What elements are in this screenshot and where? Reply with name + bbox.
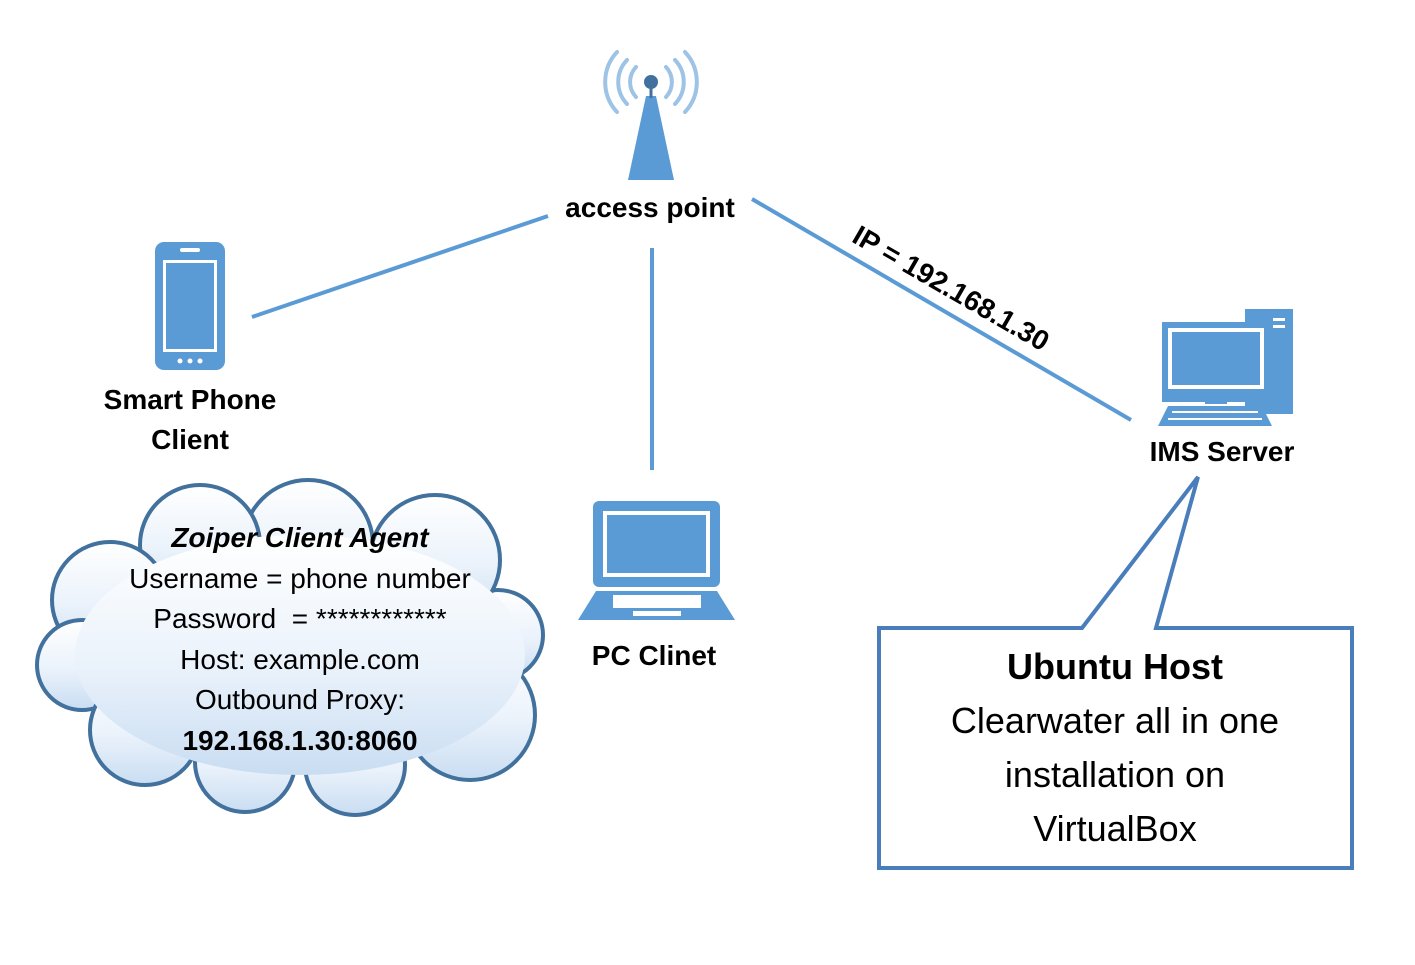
cloud-line-proxy-label: Outbound Proxy: <box>194 684 406 715</box>
cloud-text: Zoiper Client Agent Username = phone num… <box>60 518 540 761</box>
link-ap-server <box>750 197 1133 422</box>
antenna-icon <box>603 50 699 180</box>
link-ip-label: IP = 192.168.1.30 <box>847 219 1054 357</box>
smartphone-label-line2: Client <box>151 424 229 455</box>
desktop-computer-icon <box>1158 309 1293 426</box>
callout-line-1: Clearwater all in one <box>950 700 1280 741</box>
server-label: IMS Server <box>1149 436 1295 467</box>
callout-title: Ubuntu Host <box>1007 646 1223 687</box>
link-ap-smartphone <box>251 214 549 319</box>
callout-text: Ubuntu Host Clearwater all in one instal… <box>880 640 1350 856</box>
smartphone-label-line1: Smart Phone <box>103 384 277 415</box>
cloud-line-host: Host: example.com <box>180 643 420 675</box>
pc-label: PC Clinet <box>591 640 717 671</box>
laptop-icon <box>578 501 735 620</box>
smartphone-icon <box>155 242 225 370</box>
cloud-shape <box>35 478 545 817</box>
cloud-title: Zoiper Client Agent <box>171 522 429 553</box>
callout-line-3: VirtualBox <box>1033 808 1197 849</box>
callout-line-2: installation on <box>1004 754 1226 795</box>
access-point-label: access point <box>565 192 735 223</box>
cloud-line-password: Password = ************ <box>153 603 447 634</box>
cloud-line-username: Username = phone number <box>129 562 471 594</box>
cloud-line-proxy-value: 192.168.1.30:8060 <box>182 724 418 756</box>
callout-shape <box>877 475 1354 870</box>
smartphone-label: Smart Phone Client <box>60 380 320 460</box>
